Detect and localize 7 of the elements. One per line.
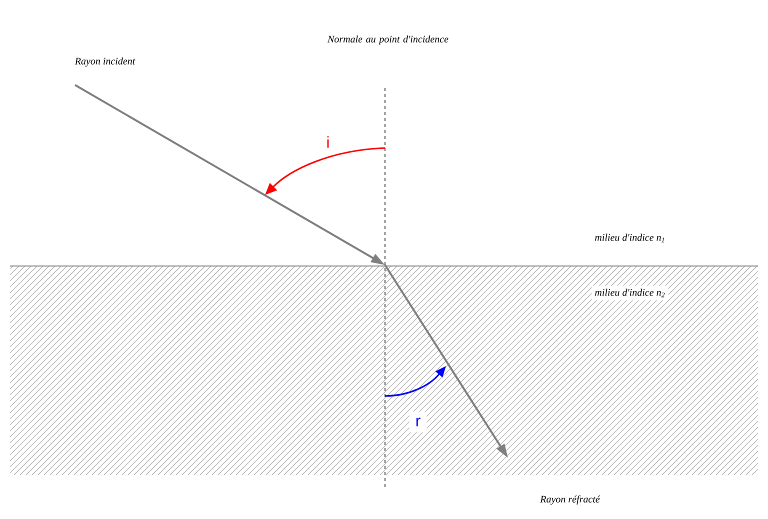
angle-label: i	[327, 136, 329, 148]
angle-label: r	[409, 412, 427, 432]
ray-label: Rayon réfracté	[540, 495, 600, 505]
medium-label: milieu d'indice n$_{1}$	[595, 234, 664, 242]
ray-label: Rayon incident	[74, 57, 136, 67]
normal-label: Normale au point d'incidence	[327, 35, 448, 45]
medium-label: milieu d'indice n$_{2}$	[592, 286, 668, 300]
